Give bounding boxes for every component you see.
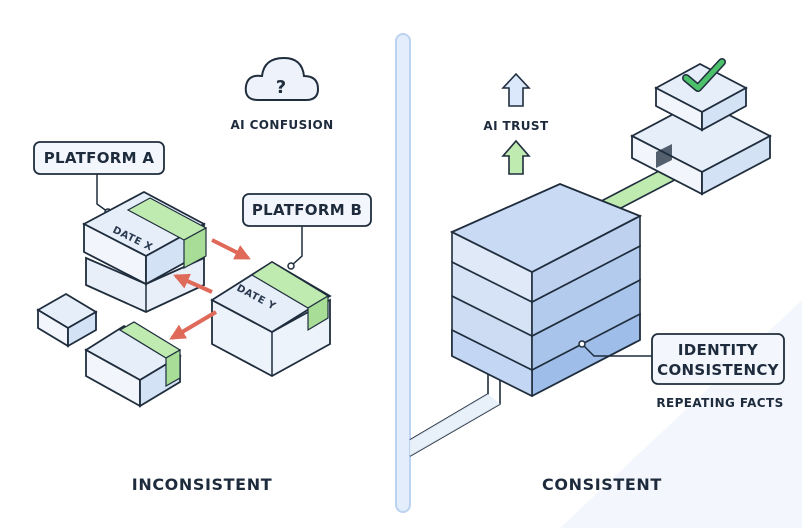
arrow-up-blue-icon [501,72,531,107]
identity-label-line1: IDENTITY [678,341,759,359]
loose-box-green [84,321,182,408]
loose-box-small [36,292,98,348]
inconsistent-title: INCONSISTENT [132,475,272,494]
identity-leader [581,343,652,357]
platform-b-leader [290,226,303,267]
question-mark: ? [276,77,286,98]
identity-callout [651,333,785,385]
platform-b-label: PLATFORM B [252,201,362,219]
checkmark-icon [683,59,725,91]
identity-stack [449,183,643,398]
consistent-title: CONSISTENT [542,475,662,494]
identity-label-line2: CONSISTENCY [657,361,780,379]
cloud-question-icon: ? [244,56,320,101]
platform-b-box: DATE Y [210,260,332,378]
repeating-facts-label: REPEATING FACTS [656,396,783,410]
platform-a-label: PLATFORM A [44,149,155,167]
conflict-arrows [169,238,251,340]
arrow-up-green-icon [501,139,531,175]
platform-a-callout [33,141,165,175]
arrow-left-icon [173,273,213,294]
platform-a-box: DATE X [82,190,208,313]
ai-confusion-label: AI CONFUSION [230,118,333,132]
arrow-right-icon [211,238,251,260]
platform-a-leader [96,174,109,213]
ai-trust-label: AI TRUST [483,119,549,133]
verified-stack [630,58,772,196]
arrow-down-left-icon [169,310,218,340]
center-divider [395,33,411,513]
platform-b-callout [242,193,372,227]
